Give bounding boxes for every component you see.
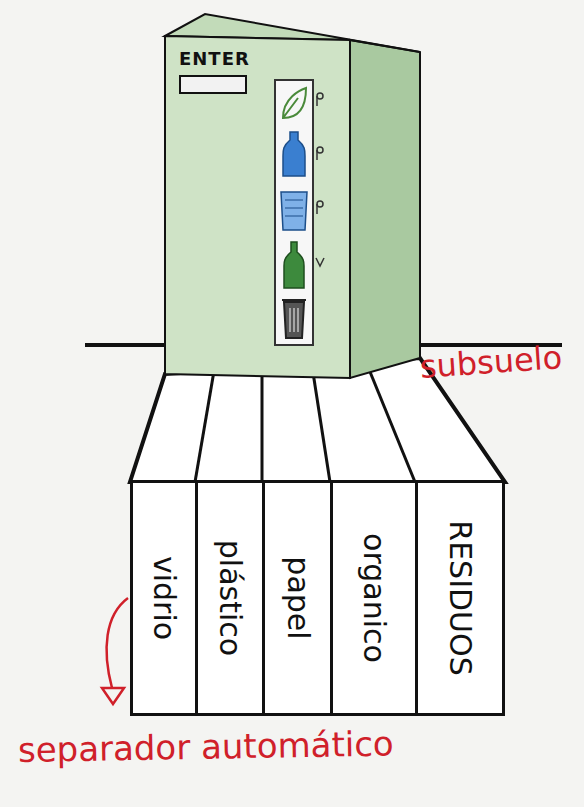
waste-bin: vidrio [130, 480, 198, 716]
paper-lines [285, 200, 303, 216]
caption-note: separador automático [18, 725, 394, 769]
machine-box: ENTER [165, 38, 350, 374]
entry-label: ENTER [179, 48, 250, 69]
bin-label: plástico [215, 540, 245, 656]
entry-slot [180, 76, 246, 93]
divider-line [312, 366, 330, 482]
area-label: subsuelo [419, 340, 563, 385]
callout-arrow [107, 598, 128, 688]
waste-bin: RESIDUOS [415, 480, 505, 716]
bin-label: RESIDUOS [445, 520, 475, 675]
bin-label: papel [283, 556, 313, 639]
plastic-bottle-icon [283, 132, 305, 176]
waste-bin: plástico [195, 480, 265, 716]
bin-label: organico [359, 533, 389, 663]
glass-bottle-icon [284, 242, 304, 288]
divider-line [261, 368, 264, 482]
waste-bin: organico [330, 480, 418, 716]
trash-icon [282, 300, 306, 338]
arrow-head [102, 688, 124, 704]
divider-line [366, 362, 415, 482]
ground-line [85, 343, 168, 347]
bin-label: vidrio [149, 556, 179, 640]
waste-bin: papel [262, 480, 333, 716]
icon-panel [275, 80, 313, 345]
machine-front [165, 36, 350, 378]
trash-lines [290, 308, 298, 332]
machine-side [350, 40, 420, 378]
paper-icon [281, 192, 307, 230]
pointer-marks [316, 93, 324, 266]
leaf-icon [283, 88, 306, 118]
divider-line [195, 371, 214, 482]
